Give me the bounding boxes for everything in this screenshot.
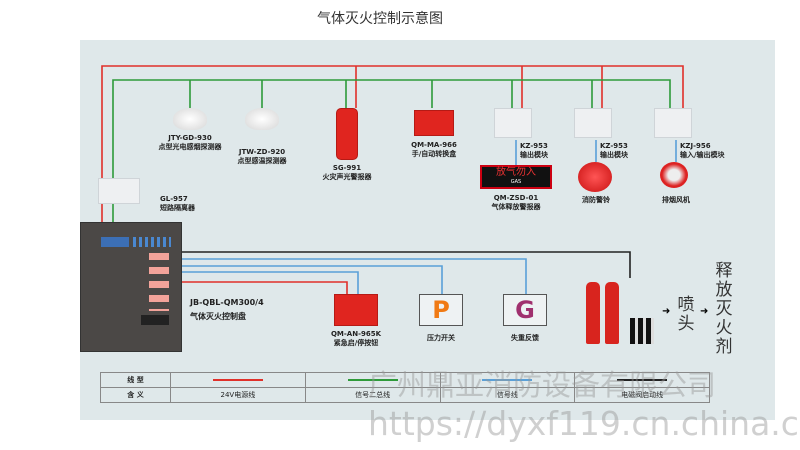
diagram-title: 气体灭火控制示意图 [317, 11, 443, 27]
isolator-model: GL-957 [160, 195, 188, 203]
panel-name: 气体灭火控制盘 [190, 312, 246, 321]
legend-meaning: 电磁阀启动线 [574, 387, 710, 403]
signal-line [515, 140, 677, 165]
smoke-detector-icon [173, 108, 207, 130]
manual-switch-icon [414, 110, 454, 136]
fire-bell-icon [578, 162, 612, 192]
loss-name: 失重反馈 [511, 334, 539, 342]
short-circuit-isolator-icon [98, 178, 140, 204]
release-sign-model: QM-ZSD-01 [493, 194, 539, 202]
weight-loss-icon: G [503, 294, 547, 326]
module3-model: KZJ-956 [680, 142, 711, 150]
signal-line-g [182, 258, 527, 294]
start-cylinder-icon [630, 318, 654, 344]
sign-text: 放气勿入 [496, 167, 536, 178]
watermark-company: 广州鼎亚消防设备有限公司 [368, 368, 717, 402]
output-module-icon [494, 108, 532, 138]
control-panel-icon [80, 222, 182, 352]
bus-line [112, 79, 671, 222]
power-line [101, 65, 684, 222]
valve-line [182, 251, 631, 278]
isolator-name: 短路隔离器 [160, 204, 195, 212]
nozzle-label: 喷头 [677, 295, 695, 334]
module3-name: 输入/输出模块 [680, 151, 725, 159]
heat-detector-icon [245, 108, 279, 130]
gas-cylinder-icon [586, 282, 600, 344]
emergency-model: QM-AN-965K [330, 330, 382, 338]
strobe-alarm-icon [336, 108, 358, 160]
output-module-icon [574, 108, 612, 138]
module1-model: KZ-953 [520, 142, 548, 150]
smoke-model: JTY-GD-930 [168, 134, 212, 142]
io-module-icon [654, 108, 692, 138]
emergency-name: 紧急启/停按钮 [333, 339, 379, 347]
diagram-background [80, 40, 775, 420]
exhaust-fan-icon [660, 162, 688, 188]
legend-header-meaning: 含 义 [100, 387, 171, 403]
signal-line-btn [182, 271, 359, 294]
power-line-btn [182, 281, 348, 294]
smoke-name: 点型光电感烟探测器 [158, 143, 222, 151]
legend-header-type: 线 型 [100, 372, 171, 388]
manual-switch-name: 手/自动转换盒 [411, 150, 457, 158]
strobe-name: 火灾声光警报器 [322, 173, 372, 181]
legend-table: 线 型 含 义 24V电源线 信号二总线 信号线 电磁阀启动线 [100, 372, 710, 403]
arrow-icon: ➜ [662, 306, 671, 317]
heat-name: 点型感温探测器 [237, 157, 287, 165]
watermark-url: https://dyxf119.cn.china.cn [368, 404, 800, 443]
emergency-button-icon [334, 294, 378, 326]
gas-cylinder-icon [605, 282, 619, 344]
pressure-switch-icon: P [419, 294, 463, 326]
bell-name: 消防警铃 [582, 196, 610, 204]
manual-switch-model: QM-MA-966 [411, 141, 457, 149]
fan-name: 排烟风机 [662, 196, 690, 204]
sign-sub: GAS [510, 179, 522, 185]
heat-model: JTW-ZD-920 [238, 148, 286, 156]
module2-model: KZ-953 [600, 142, 628, 150]
module1-name: 输出模块 [520, 151, 548, 159]
release-label: 释放灭火剂 [715, 261, 733, 357]
legend-swatch-power [170, 372, 306, 388]
release-sign-name: 气体释放警报器 [491, 203, 541, 211]
legend-meaning: 信号二总线 [304, 387, 441, 403]
panel-model: JB-QBL-QM300/4 [190, 298, 264, 307]
signal-line-p [182, 265, 443, 294]
module2-name: 输出模块 [600, 151, 628, 159]
pressure-name: 压力开关 [427, 334, 455, 342]
legend-meaning: 24V电源线 [170, 387, 306, 403]
arrow-icon: ➜ [700, 306, 709, 317]
strobe-model: SG-991 [332, 164, 362, 172]
